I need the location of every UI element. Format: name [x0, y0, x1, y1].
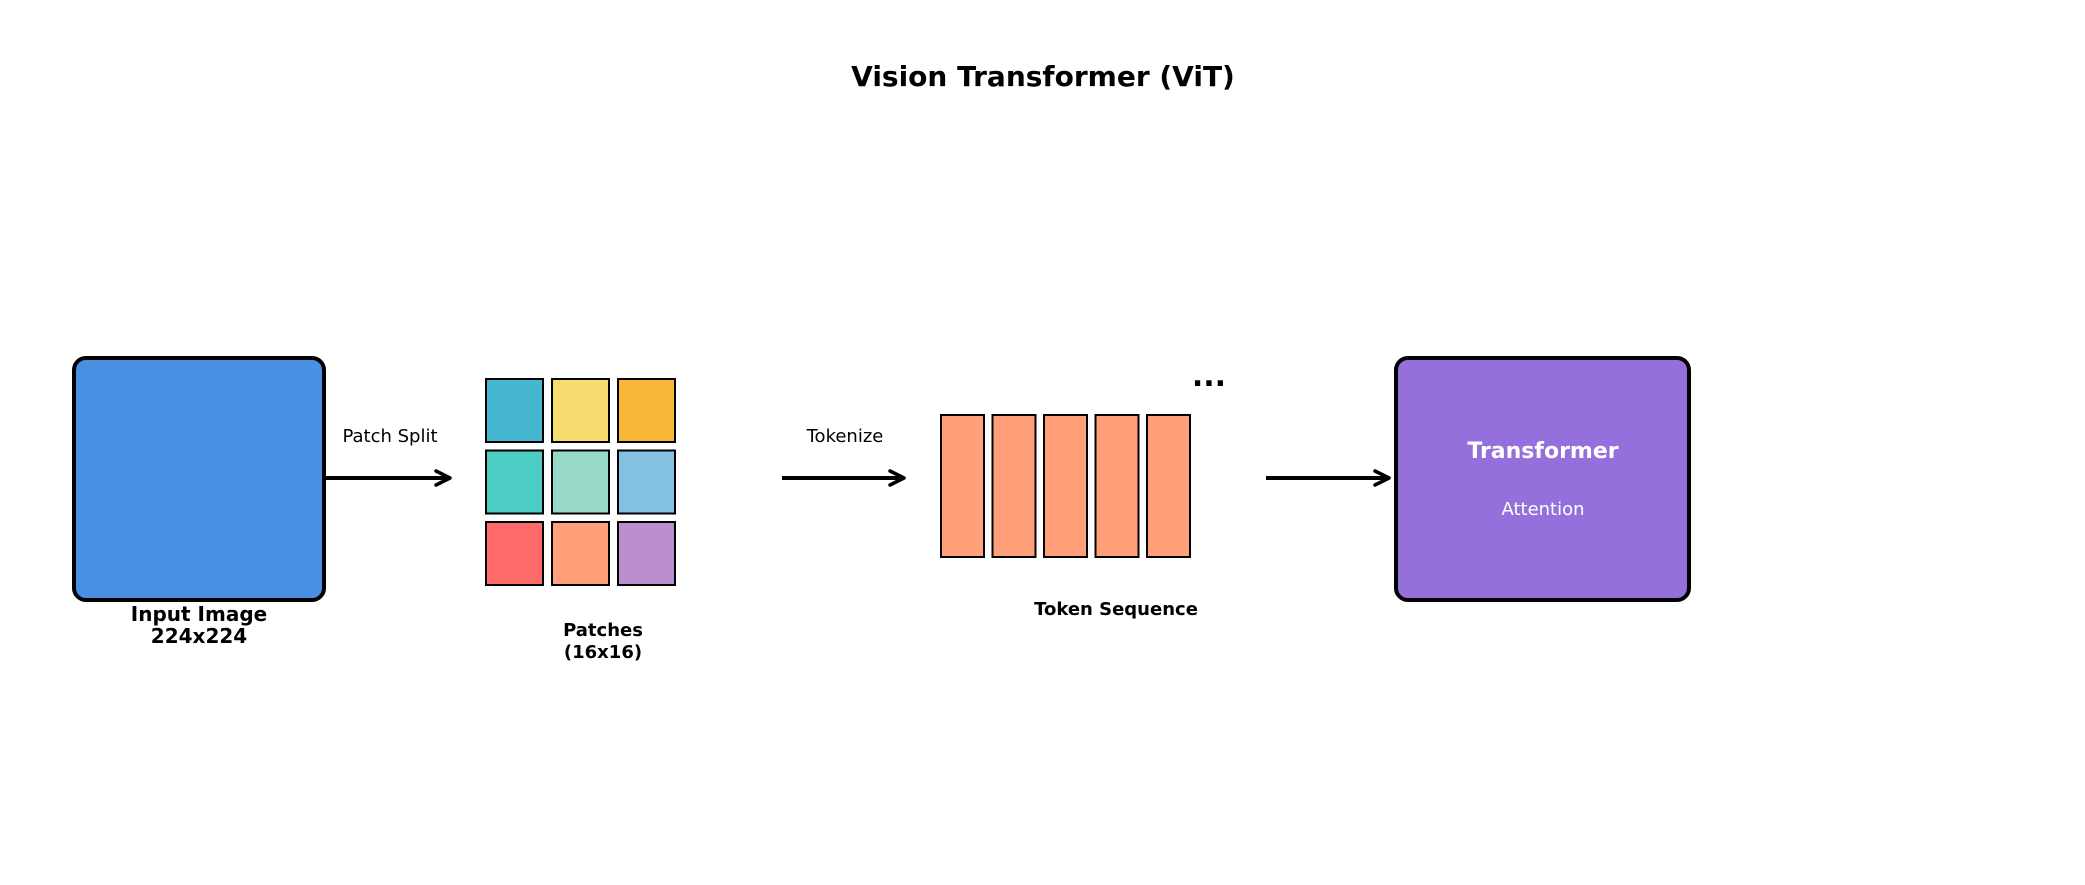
- token-3: [1043, 414, 1088, 558]
- patch-1: [485, 378, 544, 443]
- patch-8: [551, 521, 610, 586]
- transformer-subtitle: Attention: [1501, 499, 1584, 520]
- token-sequence: [940, 414, 1191, 558]
- token-5: [1146, 414, 1191, 558]
- tokenize-arrow: Tokenize: [782, 426, 906, 487]
- token-4: [1094, 414, 1140, 558]
- token-2: [991, 414, 1037, 558]
- patches-size-label: (16x16): [564, 642, 642, 663]
- patch-2: [551, 378, 610, 443]
- patch-split-arrow: Patch Split: [326, 426, 452, 487]
- input-image-box: [72, 356, 326, 602]
- input-image-node: Input Image 224x224: [72, 356, 326, 648]
- patch-4: [485, 449, 544, 515]
- input-image-label: Input Image: [131, 602, 267, 626]
- patch-split-label: Patch Split: [342, 426, 437, 447]
- patch-grid: [485, 378, 676, 586]
- transformer-box: [1394, 356, 1691, 602]
- input-image-size-label: 224x224: [151, 624, 247, 648]
- token-ellipsis: ...: [1192, 359, 1226, 394]
- patch-6: [617, 449, 676, 515]
- transformer-title: Transformer: [1467, 439, 1618, 464]
- transformer-node: Transformer Attention: [1394, 356, 1691, 602]
- patch-5: [551, 449, 610, 515]
- diagram-title: Vision Transformer (ViT): [851, 60, 1235, 93]
- tokenize-label: Tokenize: [806, 426, 884, 447]
- patch-9: [617, 521, 676, 586]
- token-sequence-label: Token Sequence: [1034, 599, 1198, 620]
- token-1: [940, 414, 985, 558]
- patches-label: Patches: [563, 620, 643, 641]
- patch-7: [485, 521, 544, 586]
- patch-3: [617, 378, 676, 443]
